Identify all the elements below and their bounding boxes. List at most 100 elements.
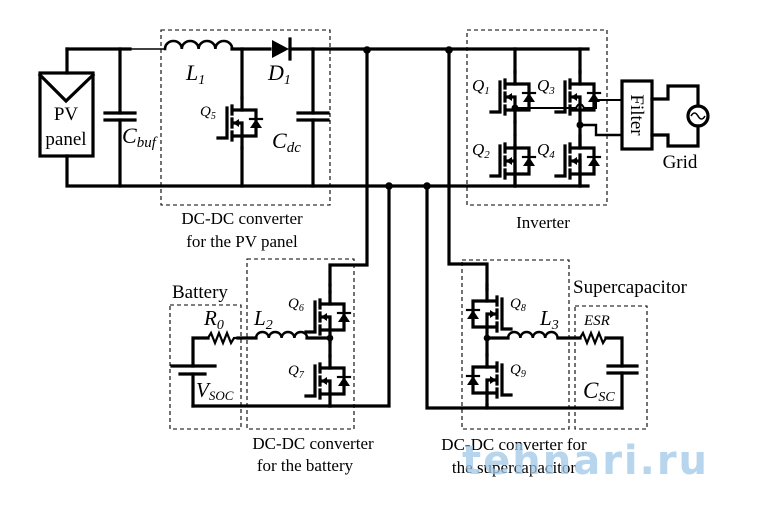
svg-text:L1: L1	[185, 60, 205, 88]
q7-subscript: 7	[299, 370, 305, 381]
diode-d1: D1	[267, 37, 292, 88]
battery-converter-caption-line2: for the battery	[257, 456, 354, 475]
battery-converter-caption-line1: DC-DC converter	[252, 434, 374, 453]
svg-text:Q6: Q6	[288, 296, 304, 314]
svg-text:Q3: Q3	[537, 76, 555, 97]
vsoc-label: V	[196, 378, 211, 402]
q5-label: Q	[200, 104, 211, 120]
supercap-converter-caption-line1: DC-DC converter for	[441, 435, 587, 454]
l3-label: L	[539, 306, 552, 330]
esr-label: ESR	[583, 313, 610, 329]
q1-label: Q	[472, 76, 484, 95]
supercapacitor-caption: Supercapacitor	[573, 277, 688, 298]
mosfet-q2	[489, 134, 537, 188]
battery-converter-boundary	[246, 258, 355, 430]
q3-subscript: 3	[548, 85, 555, 97]
capacitor-csc: CSC	[583, 364, 639, 405]
mosfet-q6	[304, 290, 352, 344]
cbuf-label: C	[122, 123, 137, 148]
pv-converter-caption-line1: DC-DC converter	[181, 209, 303, 228]
q1-subscript: 1	[484, 85, 490, 97]
q5-subscript: 5	[211, 111, 216, 122]
inverter-boundary	[466, 29, 608, 206]
l2-label: L	[253, 306, 266, 330]
q8-subscript: 8	[521, 303, 526, 314]
q9-label: Q	[510, 362, 521, 378]
mosfet-q5: Q5	[200, 47, 264, 188]
q3-label: Q	[537, 76, 549, 95]
q4-label: Q	[537, 140, 549, 159]
supercapacitor-boundary	[574, 305, 648, 430]
capacitor-cdc: Cdc	[272, 47, 330, 188]
pv-panel-label-line2: panel	[45, 129, 86, 150]
q7-label: Q	[288, 363, 299, 379]
pv-converter-caption-line2: for the PV panel	[186, 232, 298, 251]
d1-label: D	[267, 60, 284, 85]
mosfet-q8	[465, 287, 513, 341]
q6-label: Q	[288, 296, 299, 312]
mosfet-q4	[554, 134, 602, 188]
cdc-subscript: dc	[287, 140, 302, 156]
svg-text:CSC: CSC	[583, 378, 615, 405]
battery-section: Q6 Q7 L2 R0 VSOC Battery DC-DC converter…	[169, 48, 391, 475]
supercap-converter-boundary	[461, 259, 570, 430]
mosfet-q3	[554, 70, 602, 124]
q2-label: Q	[472, 140, 484, 159]
svg-text:Q2: Q2	[472, 140, 490, 161]
svg-text:D1: D1	[267, 60, 291, 88]
negative-dc-bus	[65, 154, 590, 188]
svg-text:Cbuf: Cbuf	[122, 123, 158, 151]
supercap-converter-caption-line2: the supercapacitor	[452, 458, 576, 477]
svg-text:L3: L3	[539, 306, 559, 333]
svg-text:Q7: Q7	[288, 363, 305, 381]
svg-text:Q5: Q5	[200, 104, 216, 122]
svg-text:Q4: Q4	[537, 140, 555, 161]
battery-cell-vsoc: VSOC	[170, 364, 234, 408]
l2-subscript: 2	[266, 318, 273, 333]
inductor-l1: L1	[163, 39, 234, 88]
q6-subscript: 6	[299, 303, 304, 314]
inductor-l2: L2	[236, 306, 332, 340]
bus-junctions	[363, 46, 453, 190]
pv-panel: PV panel	[37, 71, 96, 158]
supercapacitor-section: Q8 Q9 L3 ESR CSC Supercapacitor DC-DC co…	[425, 48, 688, 477]
cbuf-subscript: buf	[137, 135, 158, 151]
grid-source: Grid	[650, 84, 710, 173]
mosfet-q1	[489, 70, 537, 124]
mosfet-q9	[465, 353, 513, 407]
svg-text:Q1: Q1	[472, 76, 490, 97]
q2-subscript: 2	[484, 149, 490, 161]
inverter-caption: Inverter	[516, 213, 570, 232]
svg-text:L2: L2	[253, 306, 273, 333]
resistor-r0: R0	[191, 306, 240, 368]
svg-text:Q8: Q8	[510, 296, 526, 314]
battery-boundary	[169, 304, 242, 430]
l1-label: L	[185, 60, 198, 85]
csc-subscript: SC	[598, 390, 615, 405]
l1-subscript: 1	[198, 73, 205, 88]
filter-label: Filter	[626, 94, 647, 136]
r0-label: R	[203, 306, 217, 330]
capacitor-cbuf: Cbuf	[103, 47, 158, 188]
q4-subscript: 4	[549, 149, 555, 161]
csc-label: C	[583, 378, 599, 403]
d1-subscript: 1	[284, 73, 291, 88]
cdc-label: C	[272, 128, 287, 153]
grid-label: Grid	[663, 152, 698, 173]
watermark: tehnari.ru	[462, 438, 709, 484]
battery-caption: Battery	[172, 282, 228, 303]
q8-label: Q	[510, 296, 521, 312]
inverter-section: Q1 Q3 Q2 Q4 Inverter Filter Grid	[466, 29, 710, 232]
l3-subscript: 3	[551, 318, 559, 333]
svg-text:R0: R0	[203, 306, 224, 333]
pv-converter-boundary	[160, 29, 331, 206]
svg-text:Q9: Q9	[510, 362, 526, 380]
resistor-esr: ESR	[578, 313, 624, 410]
svg-text:Cdc: Cdc	[272, 128, 301, 156]
r0-subscript: 0	[217, 318, 224, 333]
pv-panel-label-line1: PV	[54, 104, 79, 125]
vsoc-subscript: SOC	[209, 388, 234, 403]
q9-subscript: 9	[521, 369, 526, 380]
svg-text:VSOC: VSOC	[196, 378, 234, 403]
